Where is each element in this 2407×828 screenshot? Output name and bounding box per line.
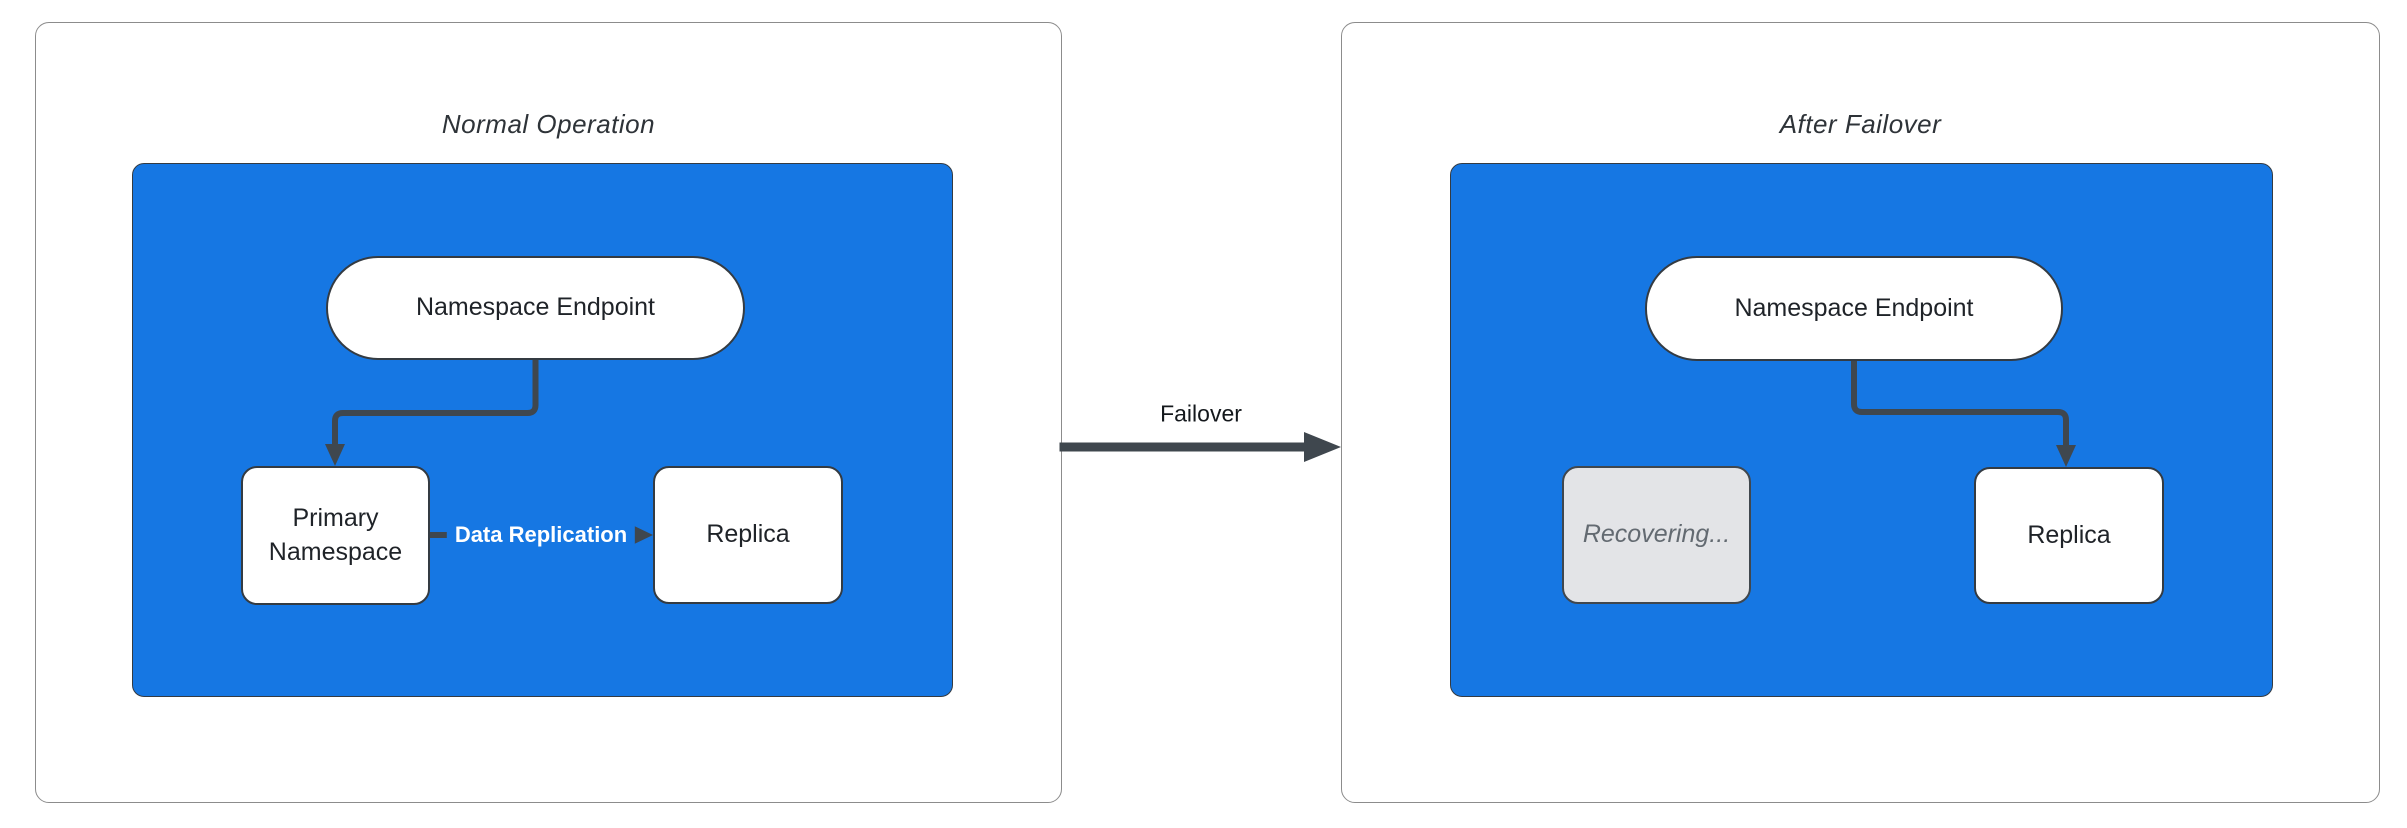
left-namespace-endpoint-label: Namespace Endpoint	[415, 293, 656, 322]
left-namespace-container	[132, 163, 953, 697]
left-replica-label: Replica	[706, 520, 790, 549]
right-replica-label: Replica	[2027, 520, 2111, 549]
right-namespace-endpoint-label: Namespace Endpoint	[1734, 293, 1974, 322]
data-replication-edge-label: Data Replication	[446, 520, 636, 550]
primary-namespace-node: Primary Namespace	[241, 466, 430, 605]
right-namespace-container	[1450, 163, 2273, 697]
left-namespace-endpoint-node: Namespace Endpoint	[326, 256, 745, 360]
failover-arrow-label: Failover	[1160, 400, 1242, 427]
after-failover-title: After Failover	[1779, 109, 1942, 139]
recovering-label: Recovering...	[1582, 520, 1731, 549]
right-namespace-endpoint-node: Namespace Endpoint	[1645, 256, 2063, 361]
failover-arrow	[1059, 432, 1341, 462]
recovering-node: Recovering...	[1562, 466, 1751, 604]
normal-operation-title: Normal Operation	[441, 109, 656, 139]
primary-namespace-label: Primary Namespace	[268, 503, 403, 566]
right-replica-node: Replica	[1974, 467, 2164, 604]
left-replica-node: Replica	[653, 466, 843, 604]
